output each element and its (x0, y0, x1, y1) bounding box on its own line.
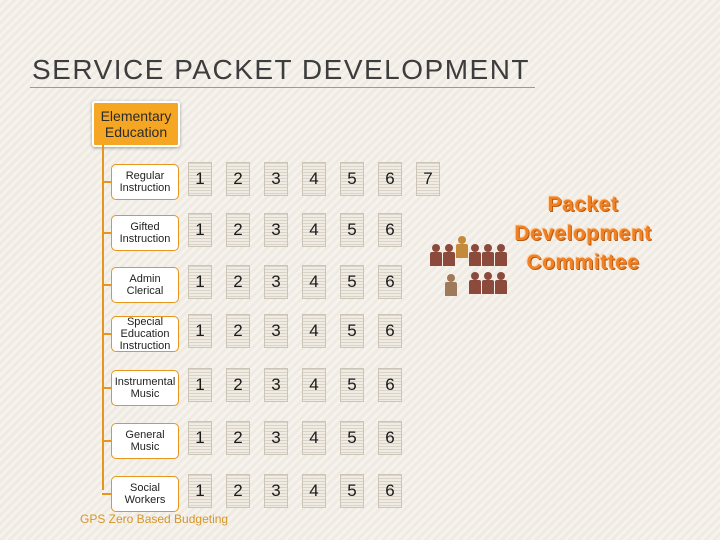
packet-document: 6 (378, 421, 402, 455)
packet-document: 6 (378, 474, 402, 508)
person-icon (430, 244, 442, 266)
packet-document: 5 (340, 368, 364, 402)
packet-document: 4 (302, 213, 326, 247)
packet-document: 1 (188, 265, 212, 299)
packet-document: 4 (302, 421, 326, 455)
packet-document: 4 (302, 314, 326, 348)
person-icon (443, 244, 455, 266)
packet-document: 1 (188, 314, 212, 348)
packet-document: 3 (264, 265, 288, 299)
row-connector (102, 493, 111, 495)
packet-document: 2 (226, 162, 250, 196)
category-box: Admin Clerical (111, 267, 179, 303)
tree-connector-spine (102, 145, 104, 490)
row-connector (102, 284, 111, 286)
footer-text: GPS Zero Based Budgeting (80, 512, 229, 526)
person-icon (495, 272, 507, 294)
packet-document: 5 (340, 421, 364, 455)
packet-document: 6 (378, 314, 402, 348)
person-icon (469, 272, 481, 294)
packet-document: 2 (226, 213, 250, 247)
packet-document: 5 (340, 213, 364, 247)
packet-document: 1 (188, 162, 212, 196)
packet-document: 3 (264, 162, 288, 196)
person-icon (456, 236, 468, 258)
packet-document: 1 (188, 474, 212, 508)
category-box: Special Education Instruction (111, 316, 179, 352)
category-box: General Music (111, 423, 179, 459)
category-box: Gifted Instruction (111, 215, 179, 251)
person-icon (482, 272, 494, 294)
packet-document: 1 (188, 368, 212, 402)
row-connector (102, 440, 111, 442)
packet-document: 3 (264, 368, 288, 402)
packet-document: 5 (340, 265, 364, 299)
packet-document: 6 (378, 162, 402, 196)
person-icon (482, 244, 494, 266)
packet-document: 3 (264, 421, 288, 455)
packet-document: 6 (378, 213, 402, 247)
packet-document: 5 (340, 162, 364, 196)
row-connector (102, 387, 111, 389)
packet-document: 3 (264, 213, 288, 247)
packet-document: 4 (302, 368, 326, 402)
row-connector (102, 232, 111, 234)
packet-development-committee-label: Packet Development Committee (514, 193, 652, 274)
packet-document: 6 (378, 368, 402, 402)
packet-document: 2 (226, 474, 250, 508)
root-node-elementary-education: Elementary Education (92, 101, 180, 147)
packet-document: 1 (188, 213, 212, 247)
packet-document: 3 (264, 474, 288, 508)
person-icon (445, 274, 457, 296)
packet-document: 1 (188, 421, 212, 455)
page-title: SERVICE PACKET DEVELOPMENT (32, 54, 531, 85)
row-connector (102, 181, 111, 183)
packet-document: 4 (302, 265, 326, 299)
packet-document: 2 (226, 265, 250, 299)
packet-document: 2 (226, 421, 250, 455)
packet-document: 4 (302, 162, 326, 196)
category-box: Social Workers (111, 476, 179, 512)
row-connector (102, 333, 111, 335)
category-box: Instrumental Music (111, 370, 179, 406)
packet-document: 6 (378, 265, 402, 299)
packet-document: 5 (340, 314, 364, 348)
packet-document: 7 (416, 162, 440, 196)
packet-document: 2 (226, 368, 250, 402)
title-underline (30, 87, 535, 88)
category-box: Regular Instruction (111, 164, 179, 200)
packet-document: 5 (340, 474, 364, 508)
committee-people-icon (430, 230, 520, 305)
packet-document: 2 (226, 314, 250, 348)
packet-document: 4 (302, 474, 326, 508)
packet-document: 3 (264, 314, 288, 348)
person-icon (469, 244, 481, 266)
person-icon (495, 244, 507, 266)
